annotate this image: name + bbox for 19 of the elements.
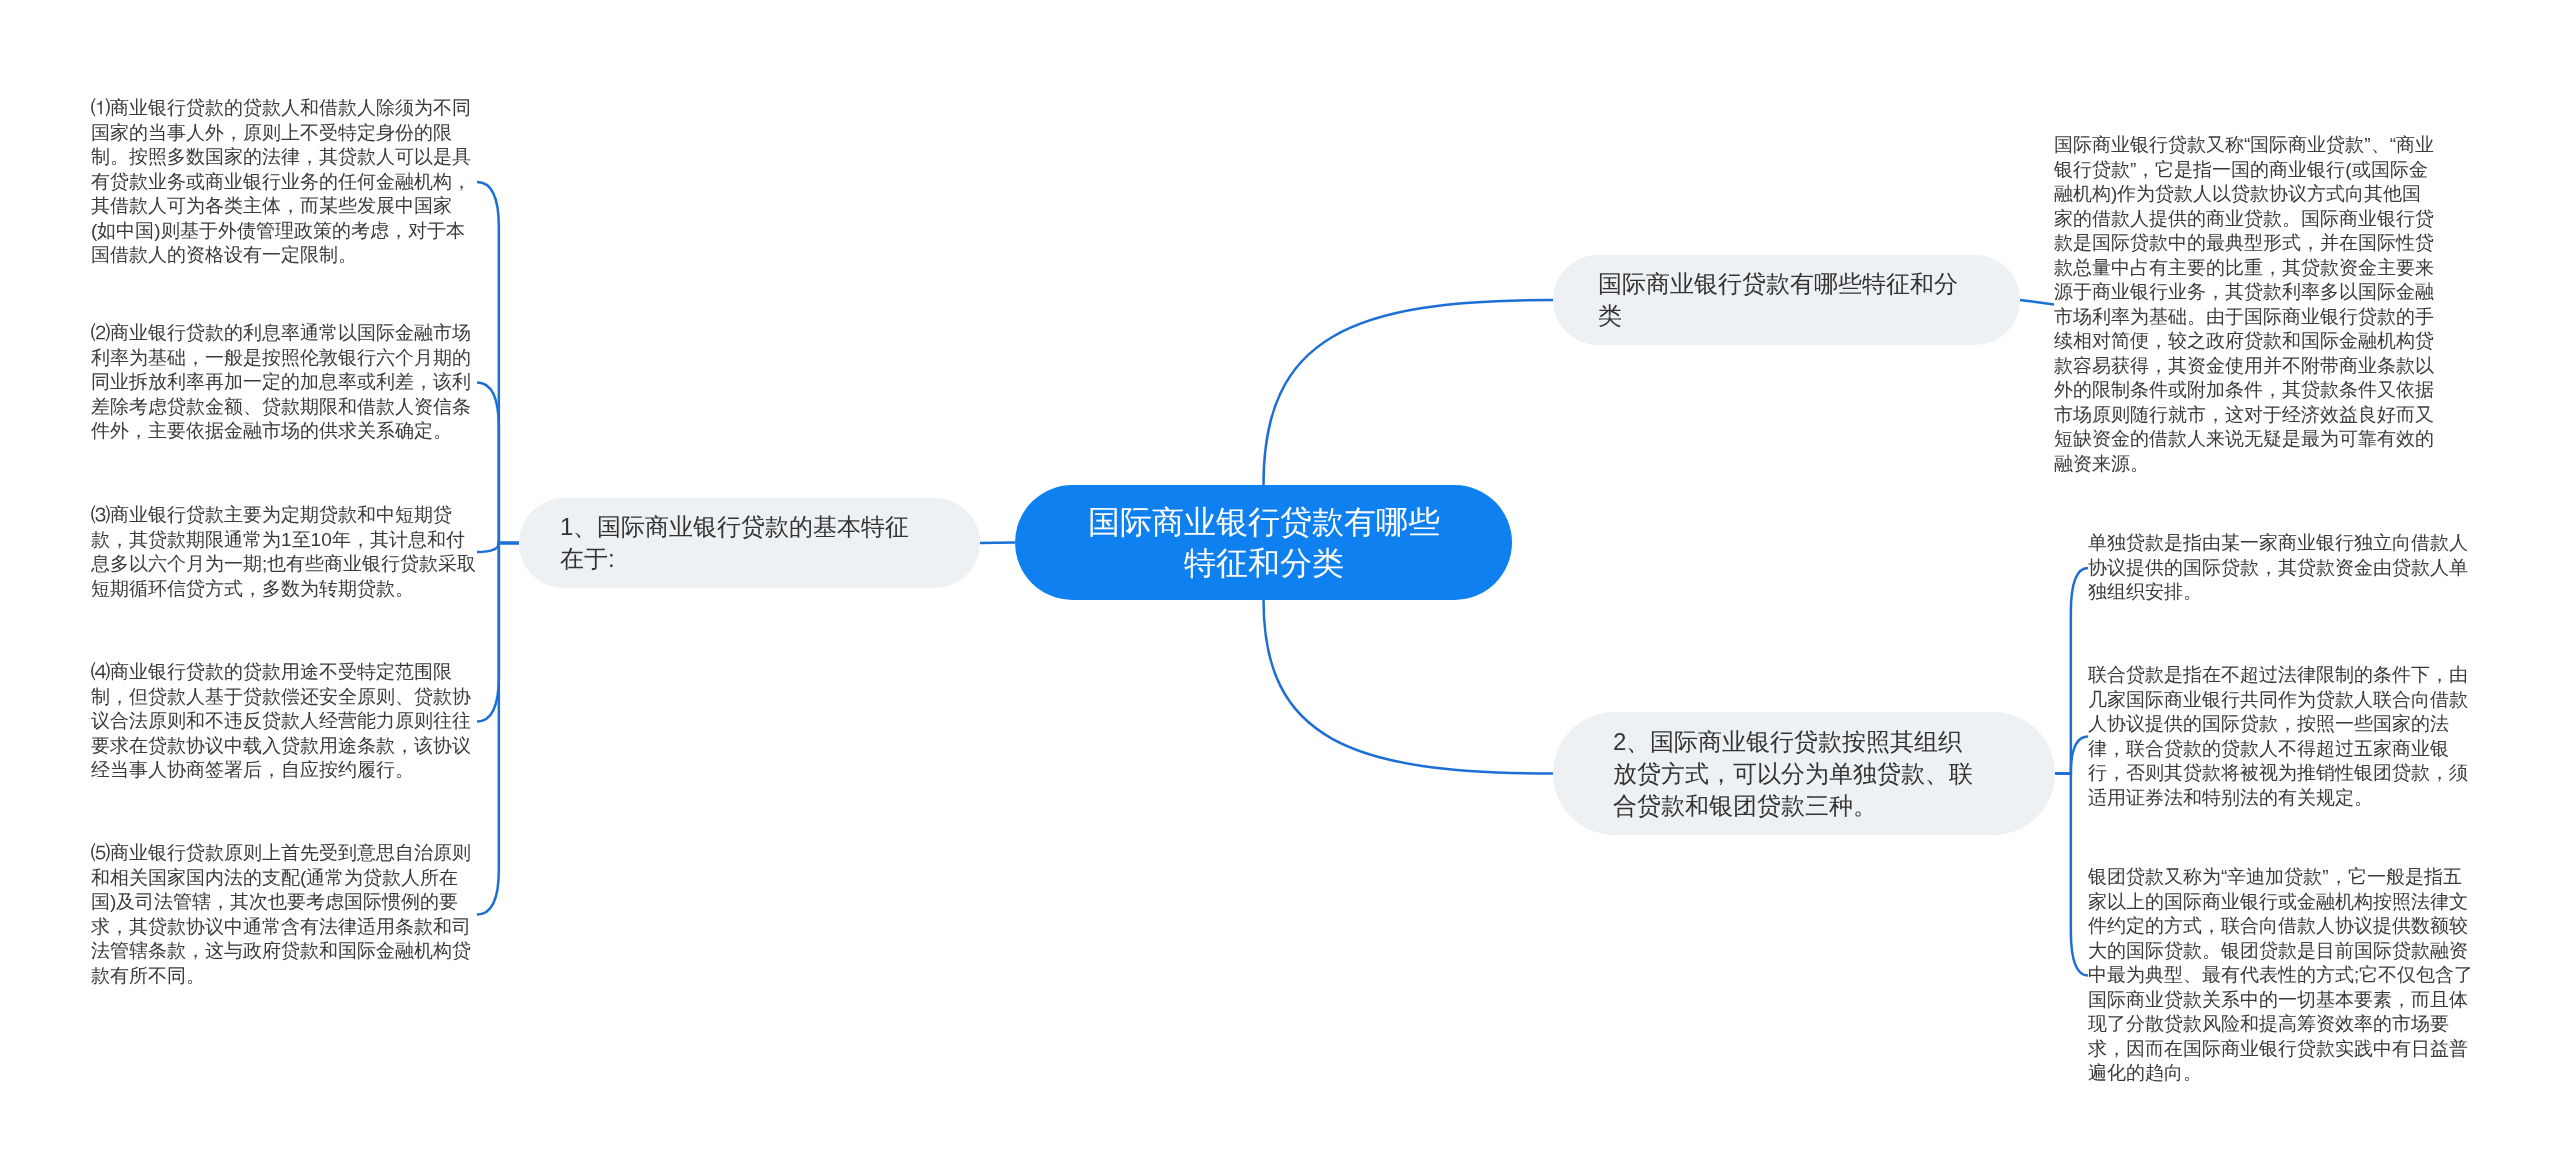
note-text: 国际商业银行贷款又称“国际商业贷款”、“商业银行贷款”，它是指一国的商业银行(或国际金融机构)作为贷款人以贷款协议方式向其他国家的借款人提供的商业贷款。国际商业银行贷款是国际贷款中的最典型形式，并在国际性贷款总量中占有主要的比重，其贷款资金主要来源于商业银行业务，其贷款利率多以国际金融市场利率为基础。由于国际商业银行贷款的手续相对简便，较之政府贷款和国际金融机构贷款容易获得，其资金使用并不附带商业条款以外的限制条件或附加条件，其贷款条件又依据市场原则随行就市，这对于经济效益良好而又短缺资金的借款人来说无疑是最为可靠有效的融资来源。 — [2054, 133, 2440, 476]
topic-pill: 2、国际商业银行贷款按照其组织放贷方式，可以分为单独贷款、联合贷款和银团贷款三种。 — [1553, 712, 2055, 835]
connector-line — [1262, 298, 1554, 486]
note-text: ⑵商业银行贷款的利息率通常以国际金融市场利率为基础，一般是按照伦敦银行六个月期的同业拆放利率再加一定的加息率或利差，该利差除考虑贷款金额、贷款期限和借款人资信条件外，主要依据金融市场的供求关系确定。 — [91, 321, 477, 444]
connector-line — [980, 541, 1015, 545]
central-topic: 国际商业银行贷款有哪些特征和分类 — [1015, 485, 1512, 600]
connector-line — [1262, 599, 1553, 775]
connector-line — [2019, 298, 2055, 306]
note-text: ⑴商业银行贷款的贷款人和借款人除须为不同国家的当事人外，原则上不受特定身份的限制。按照多数国家的法律，其贷款人可以是具有贷款业务或商业银行业务的任何金融机构，其借款人可为各类主体，而某些发展中国家(如中国)则基于外债管理政策的考虑，对于本国借款人的资格设有一定限制。 — [91, 96, 477, 268]
connector-line — [476, 541, 519, 916]
connector-line — [2055, 772, 2089, 977]
topic-pill: 1、国际商业银行贷款的基本特征在于: — [519, 498, 980, 588]
note-text: 单独贷款是指由某一家商业银行独立向借款人协议提供的国际贷款，其贷款资金由贷款人单独组织安排。 — [2088, 531, 2474, 605]
topic-pill: 国际商业银行贷款有哪些特征和分类 — [1553, 255, 2020, 345]
note-text: ⑷商业银行贷款的贷款用途不受特定范围限制，但贷款人基于贷款偿还安全原则、贷款协议合法原则和不违反贷款人经营能力原则往往要求在贷款协议中载入贷款用途条款，该协议经当事人协商签署后，自应按约履行。 — [91, 660, 477, 783]
note-text: 银团贷款又称为“辛迪加贷款”，它一般是指五家以上的国际商业银行或金融机构按照法律文件约定的方式，联合向借款人协议提供数额较大的国际贷款。银团贷款是目前国际贷款融资中最为典型、最有代表性的方式;它不仅包含了国际商业贷款关系中的一切基本要素，而且体现了分散贷款风险和提高筹资效率的市场要求，因而在国际商业银行贷款实践中有日益普遍化的趋向。 — [2088, 865, 2474, 1086]
note-text: 联合贷款是指在不超过法律限制的条件下，由几家国际商业银行共同作为贷款人联合向借款人协议提供的国际贷款，按照一些国家的法律，联合贷款的贷款人不得超过五家商业银行，否则其贷款将被视为推销性银团贷款，须适用证券法和特别法的有关规定。 — [2088, 663, 2474, 810]
note-text: ⑶商业银行贷款主要为定期贷款和中短期贷款，其贷款期限通常为1至10年，其计息和付息多以六个月为一期;也有些商业银行贷款采取短期循环信贷方式，多数为转期贷款。 — [91, 503, 477, 601]
note-text: ⑸商业银行贷款原则上首先受到意思自治原则和相关国家国内法的支配(通常为贷款人所在国)及司法管辖，其次也要考虑国际惯例的要求，其贷款协议中通常含有法律适用条款和司法管辖条款，这与政府贷款和国际金融机构贷款有所不同。 — [91, 841, 477, 988]
